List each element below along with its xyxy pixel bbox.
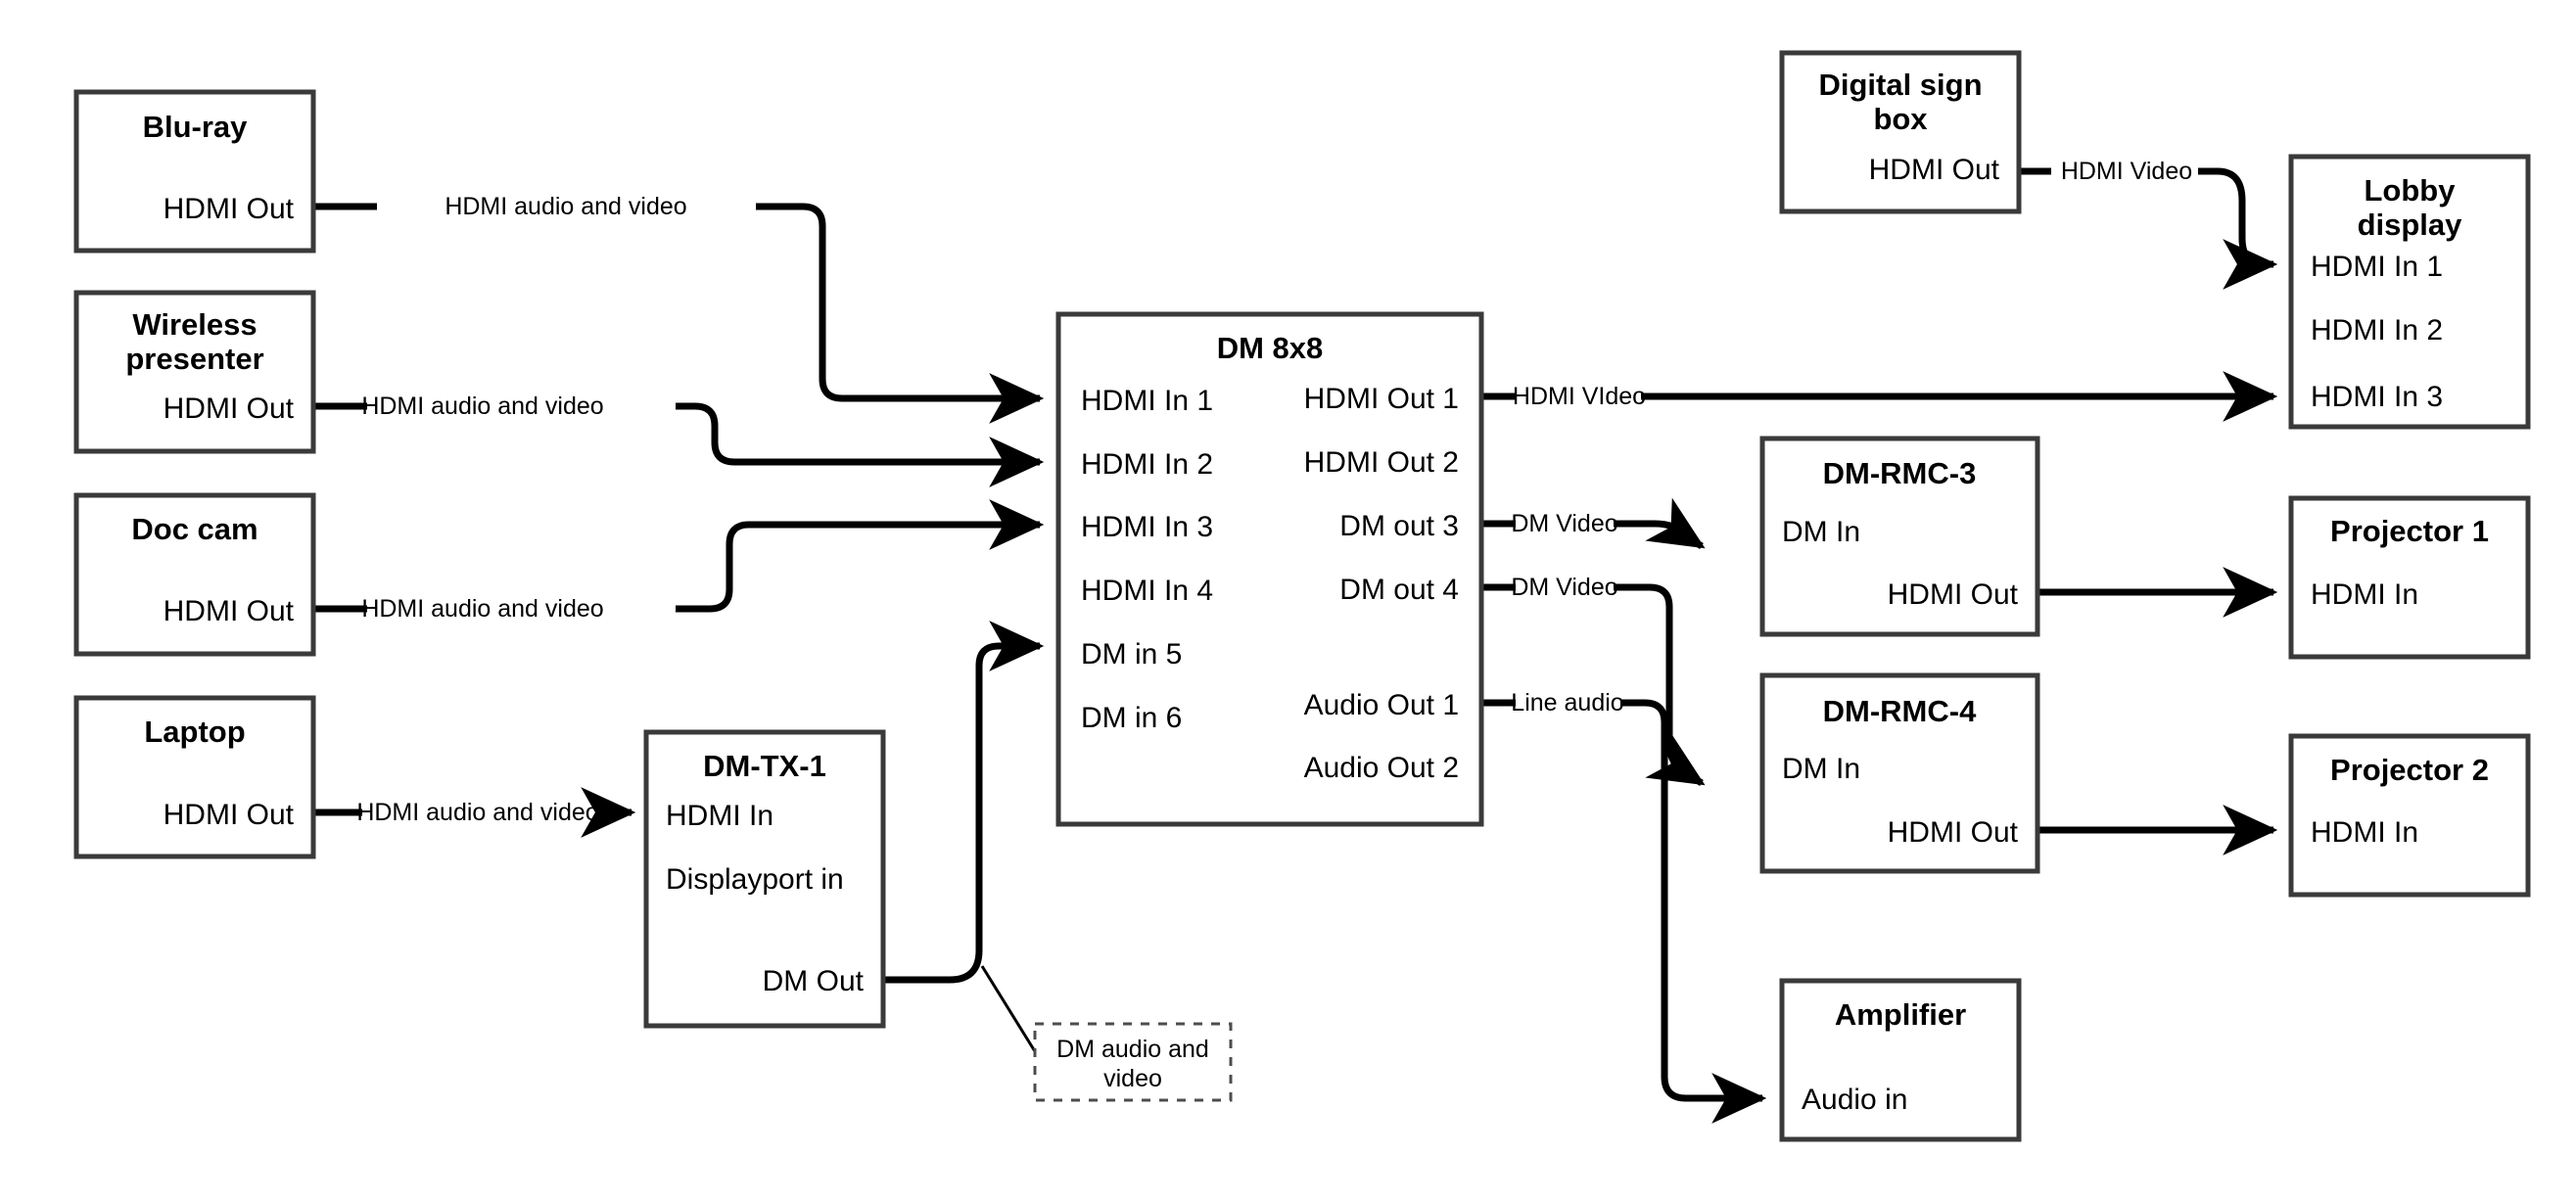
- node-lobby-port-hdmi-in-1: HDMI In 1: [2311, 251, 2443, 283]
- node-dmtx1-port-displayport-in: Displayport in: [666, 863, 844, 896]
- node-laptop-title: Laptop: [144, 715, 245, 749]
- node-dm-8x8[interactable]: DM 8x8 HDMI In 1 HDMI In 2 HDMI In 3 HDM…: [1055, 311, 1484, 827]
- node-projector-1[interactable]: Projector 1 HDMI In: [2288, 495, 2531, 660]
- edge-label-bluray: HDMI audio and video: [445, 193, 686, 220]
- edge-doccam-to-dm8x8-hdmi-in3: HDMI audio and video: [313, 499, 1045, 623]
- node-dm8x8-title: DM 8x8: [1217, 331, 1324, 365]
- edge-dm8x8-dmout3-to-dmrmc3: DM Video: [1481, 497, 1706, 549]
- node-projector2-title: Projector 2: [2330, 753, 2489, 787]
- node-dmtx1-port-hdmi-in: HDMI In: [666, 800, 773, 832]
- node-amplifier-port-audio-in: Audio in: [1802, 1084, 1907, 1116]
- node-wireless-port-hdmi-out: HDMI Out: [164, 393, 295, 425]
- node-dmrmc3-port-dm-in: DM In: [1782, 516, 1860, 548]
- edge-bluray-to-dm8x8-hdmi-in1: HDMI audio and video: [313, 193, 1045, 424]
- node-dm8x8-output-dm-out-3: DM out 3: [1339, 510, 1459, 542]
- node-bluray[interactable]: Blu-ray HDMI Out: [73, 89, 316, 254]
- node-dm8x8-input-hdmi-in-3: HDMI In 3: [1081, 511, 1213, 543]
- node-lobby-title-line-1: Lobby: [2365, 173, 2457, 208]
- node-projector1-title: Projector 1: [2330, 514, 2489, 548]
- node-doccam-title: Doc cam: [131, 512, 258, 546]
- node-dm8x8-input-hdmi-in-4: HDMI In 4: [1081, 575, 1213, 607]
- node-wireless-presenter[interactable]: Wireless presenter HDMI Out: [73, 290, 316, 454]
- node-dm-tx-1[interactable]: DM-TX-1 HDMI In Displayport in DM Out: [643, 729, 886, 1029]
- edge-label-laptop: HDMI audio and video: [356, 799, 598, 826]
- node-dm8x8-output-hdmi-out-1: HDMI Out 1: [1304, 383, 1459, 415]
- edge-label-hdmi-video-lobby: HDMI VIdeo: [1513, 383, 1646, 410]
- node-dm8x8-input-dm-in-6: DM in 6: [1081, 702, 1182, 734]
- node-dm8x8-input-hdmi-in-1: HDMI In 1: [1081, 385, 1213, 417]
- node-dm8x8-output-audio-out-1: Audio Out 1: [1304, 689, 1459, 721]
- node-dmtx1-port-dm-out: DM Out: [763, 965, 865, 997]
- note-line-1: DM audio and: [1056, 1036, 1209, 1063]
- edge-dm8x8-hdmiout1-to-lobby-hdmi-in3: HDMI VIdeo: [1481, 371, 2278, 422]
- node-doccam-port-hdmi-out: HDMI Out: [164, 595, 295, 627]
- node-dmtx1-title: DM-TX-1: [703, 749, 826, 783]
- node-bluray-title: Blu-ray: [143, 110, 249, 144]
- node-lobby-port-hdmi-in-3: HDMI In 3: [2311, 381, 2443, 413]
- edge-digitalsign-to-lobby-hdmi-in1: HDMI Video: [2019, 158, 2278, 290]
- edge-label-digitalsign: HDMI Video: [2061, 158, 2192, 185]
- edge-label-wireless: HDMI audio and video: [361, 393, 603, 420]
- note-dm-audio-and-video: DM audio and video: [1033, 1022, 1233, 1102]
- node-dm8x8-input-dm-in-5: DM in 5: [1081, 638, 1182, 670]
- node-doc-cam[interactable]: Doc cam HDMI Out: [73, 492, 316, 657]
- edge-wireless-to-dm8x8-hdmi-in2: HDMI audio and video: [313, 393, 1045, 487]
- node-dmrmc4-port-dm-in: DM In: [1782, 753, 1860, 785]
- node-amplifier-title: Amplifier: [1835, 997, 1966, 1032]
- edge-label-dm-video-3: DM Video: [1511, 510, 1617, 537]
- node-digitalsign-title-line-2: box: [1873, 102, 1928, 136]
- edge-label-dm-video-4: DM Video: [1511, 574, 1617, 601]
- node-dm8x8-input-hdmi-in-2: HDMI In 2: [1081, 448, 1213, 481]
- edge-dmtx1-to-dm8x8-dm-in5: [883, 621, 1045, 1057]
- node-dm8x8-output-audio-out-2: Audio Out 2: [1304, 752, 1459, 784]
- node-dm8x8-output-hdmi-out-2: HDMI Out 2: [1304, 446, 1459, 479]
- node-dmrmc3-title: DM-RMC-3: [1823, 456, 1977, 490]
- edge-dm8x8-audioout1-to-amplifier: Line audio: [1481, 689, 1767, 1124]
- node-wireless-title-line-1: Wireless: [132, 307, 257, 342]
- node-projector2-port-hdmi-in: HDMI In: [2311, 816, 2418, 849]
- edge-dm8x8-dmout4-to-dmrmc4: DM Video: [1481, 574, 1706, 786]
- node-projector-2[interactable]: Projector 2 HDMI In: [2288, 733, 2531, 898]
- node-projector1-port-hdmi-in: HDMI In: [2311, 578, 2418, 611]
- node-bluray-port-hdmi-out: HDMI Out: [164, 193, 295, 225]
- note-line-2: video: [1103, 1065, 1162, 1092]
- edge-label-doccam: HDMI audio and video: [361, 595, 603, 623]
- node-dmrmc3-port-hdmi-out: HDMI Out: [1888, 578, 2019, 611]
- node-laptop[interactable]: Laptop HDMI Out: [73, 695, 316, 859]
- node-digital-sign-box[interactable]: Digital sign box HDMI Out: [1779, 50, 2022, 214]
- node-laptop-port-hdmi-out: HDMI Out: [164, 799, 295, 831]
- edge-laptop-to-dmtx1: HDMI audio and video: [313, 787, 636, 838]
- node-wireless-title-line-2: presenter: [125, 342, 263, 376]
- edge-label-line-audio: Line audio: [1511, 689, 1623, 716]
- node-lobby-display[interactable]: Lobby display HDMI In 1 HDMI In 2 HDMI I…: [2288, 154, 2531, 430]
- node-dm8x8-output-dm-out-4: DM out 4: [1339, 574, 1459, 606]
- node-dm-rmc-4[interactable]: DM-RMC-4 DM In HDMI Out: [1759, 672, 2040, 874]
- node-lobby-title-line-2: display: [2358, 208, 2463, 242]
- node-lobby-port-hdmi-in-2: HDMI In 2: [2311, 314, 2443, 346]
- node-dm-rmc-3[interactable]: DM-RMC-3 DM In HDMI Out: [1759, 436, 2040, 637]
- node-dmrmc4-port-hdmi-out: HDMI Out: [1888, 816, 2019, 849]
- node-amplifier[interactable]: Amplifier Audio in: [1779, 978, 2022, 1142]
- node-dmrmc4-title: DM-RMC-4: [1823, 694, 1977, 728]
- node-digitalsign-title-line-1: Digital sign: [1818, 68, 1982, 102]
- node-digitalsign-port-hdmi-out: HDMI Out: [1869, 154, 2000, 186]
